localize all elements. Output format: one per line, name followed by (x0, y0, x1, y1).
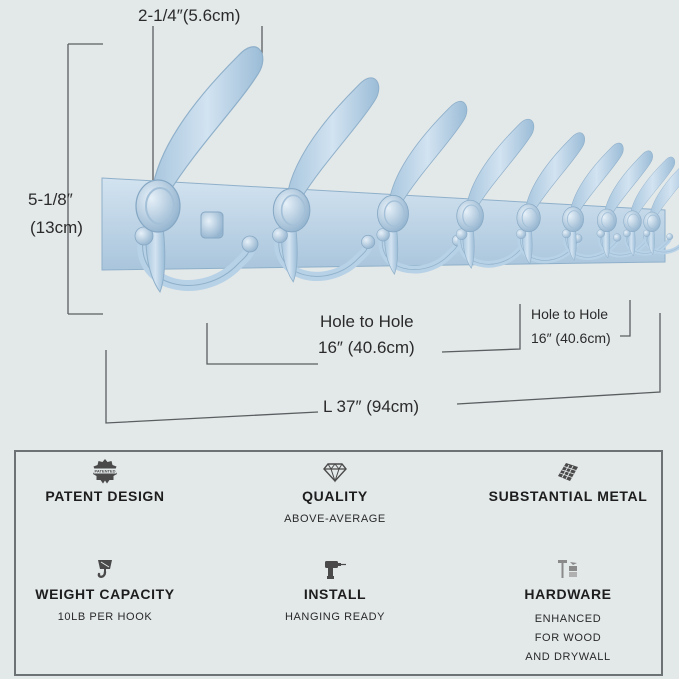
screws-icon (558, 560, 577, 578)
hole-to-hole-main-line-right (441, 304, 521, 353)
hook (376, 101, 468, 275)
feature-subtitle-line-3: AND DRYWALL (525, 651, 611, 663)
hook (561, 142, 624, 261)
feature-subtitle: ABOVE-AVERAGE (284, 513, 386, 525)
feature-patent-design: PATENTED PATENT DESIGN (0, 458, 210, 504)
hole-to-hole-main-label: Hole to Hole (320, 312, 414, 331)
mounting-hole-cap (200, 211, 224, 239)
diamond-icon (323, 463, 347, 483)
feature-title: SUBSTANTIAL METAL (488, 488, 648, 504)
feature-subtitle: HANGING READY (284, 611, 386, 623)
feature-quality: QUALITY ABOVE-AVERAGE (230, 458, 440, 529)
feature-title: PATENT DESIGN (45, 488, 165, 504)
feature-title: HARDWARE (524, 586, 612, 602)
hole-to-hole-small-label: Hole to Hole (531, 306, 609, 322)
feature-subtitle: 10LB PER HOOK (57, 611, 153, 623)
hook (516, 132, 585, 265)
hook (134, 46, 264, 294)
length-line-right (456, 313, 661, 405)
features-panel: PATENTED PATENT DESIGN QUALITY ABOVE-AVE… (14, 450, 663, 676)
feature-subtitle-line-1: ENHANCED (534, 613, 602, 625)
length-line-left (105, 350, 319, 424)
dimension-lines (67, 26, 661, 424)
height-cm-label: (13cm) (30, 218, 83, 237)
patent-badge-icon: PATENTED (93, 459, 117, 484)
weight-hook-icon (97, 560, 112, 578)
hole-to-hole-main-line (206, 323, 318, 365)
feature-subtitle-line-2: FOR WOOD (534, 632, 602, 644)
hook (272, 77, 380, 283)
hook-width-label: 2-1/4″(5.6cm) (138, 6, 241, 25)
hole-to-hole-small-line (620, 300, 631, 337)
height-inches-label: 5-1/8″ (28, 190, 73, 209)
feature-title: WEIGHT CAPACITY (35, 586, 175, 602)
hook-rack-illustration (67, 26, 679, 424)
hole-to-hole-main-value: 16″ (40.6cm) (318, 338, 415, 357)
drill-icon (325, 561, 346, 579)
feature-title: INSTALL (303, 586, 367, 602)
feature-install: INSTALL HANGING READY (230, 556, 440, 627)
feature-substantial-metal: SUBSTANTIAL METAL (463, 458, 673, 504)
metal-mesh-icon (558, 463, 578, 481)
feature-weight-capacity: WEIGHT CAPACITY 10LB PER HOOK (0, 556, 210, 627)
hole-to-hole-small-value: 16″ (40.6cm) (531, 330, 611, 346)
length-label: L 37″ (94cm) (323, 397, 420, 416)
feature-title: QUALITY (302, 488, 368, 504)
hook (623, 156, 676, 257)
feature-hardware: HARDWARE ENHANCED FOR WOOD AND DRYWALL (463, 556, 673, 667)
hook (643, 168, 679, 255)
patent-badge-text: PATENTED (95, 469, 116, 474)
hooks-group (134, 46, 679, 294)
